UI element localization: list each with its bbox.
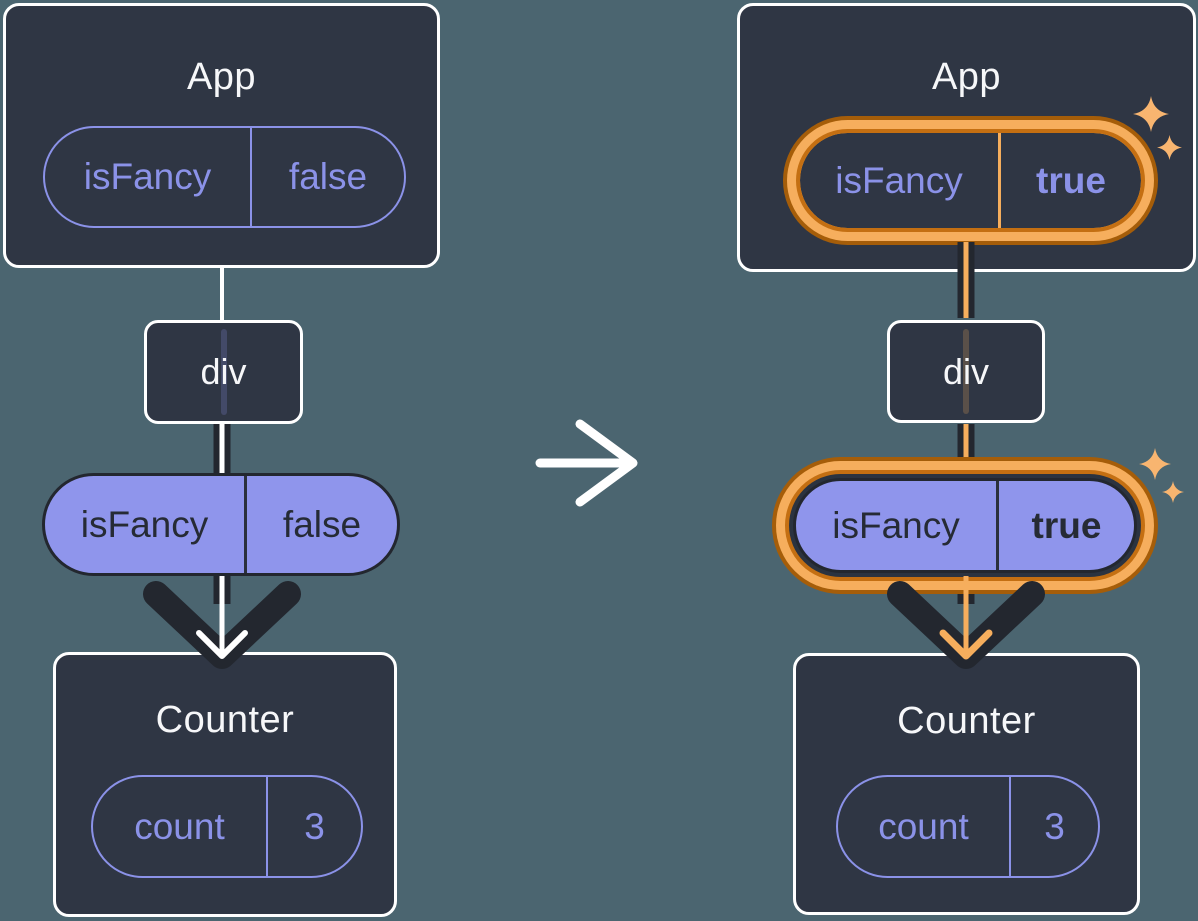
sparkle-icon xyxy=(1133,96,1169,132)
before-app-state-pill: isFancy false xyxy=(43,126,406,228)
state-key: count xyxy=(838,777,1011,876)
prop-value: false xyxy=(282,503,362,545)
after-counter-state-pill: count 3 xyxy=(836,775,1100,878)
state-value: 3 xyxy=(1044,805,1065,847)
div-label: div xyxy=(200,351,247,392)
prop-value: true xyxy=(1031,504,1102,546)
div-label: div xyxy=(942,350,990,392)
state-value: false xyxy=(288,156,368,197)
after-div-node: div xyxy=(887,320,1045,423)
after-app-card: App isFancy true xyxy=(737,3,1196,272)
transition-arrow-icon xyxy=(535,419,638,507)
after-prop-pill: isFancy true xyxy=(793,478,1137,573)
prop-key: isFancy xyxy=(45,476,247,573)
sparkle-icon xyxy=(1157,135,1182,160)
component-title: Counter xyxy=(155,699,295,741)
before-prop-arrowhead-icon xyxy=(143,576,301,669)
state-key: isFancy xyxy=(45,128,252,226)
after-prop-arrowhead-icon xyxy=(887,576,1045,669)
pass-through-line xyxy=(220,329,227,415)
before-prop-pill: isFancy false xyxy=(42,473,400,576)
state-value: 3 xyxy=(304,805,325,847)
sparkle-icon xyxy=(1139,448,1171,480)
sparkle-icon xyxy=(1162,481,1184,503)
state-value: true xyxy=(1036,159,1106,201)
before-div-node: div xyxy=(144,320,303,424)
state-key: isFancy xyxy=(800,133,1001,228)
before-counter-card: Counter count 3 xyxy=(53,652,397,917)
after-counter-card: Counter count 3 xyxy=(793,653,1140,915)
state-key: count xyxy=(93,777,268,876)
before-counter-state-pill: count 3 xyxy=(91,775,363,878)
component-title: Counter xyxy=(897,700,1036,742)
before-app-card: App isFancy false xyxy=(3,3,440,268)
component-title: App xyxy=(186,56,257,98)
after-app-state-pill: isFancy true xyxy=(800,133,1141,228)
pass-through-line xyxy=(963,329,969,414)
prop-key: isFancy xyxy=(796,481,999,570)
component-title: App xyxy=(931,56,1002,98)
